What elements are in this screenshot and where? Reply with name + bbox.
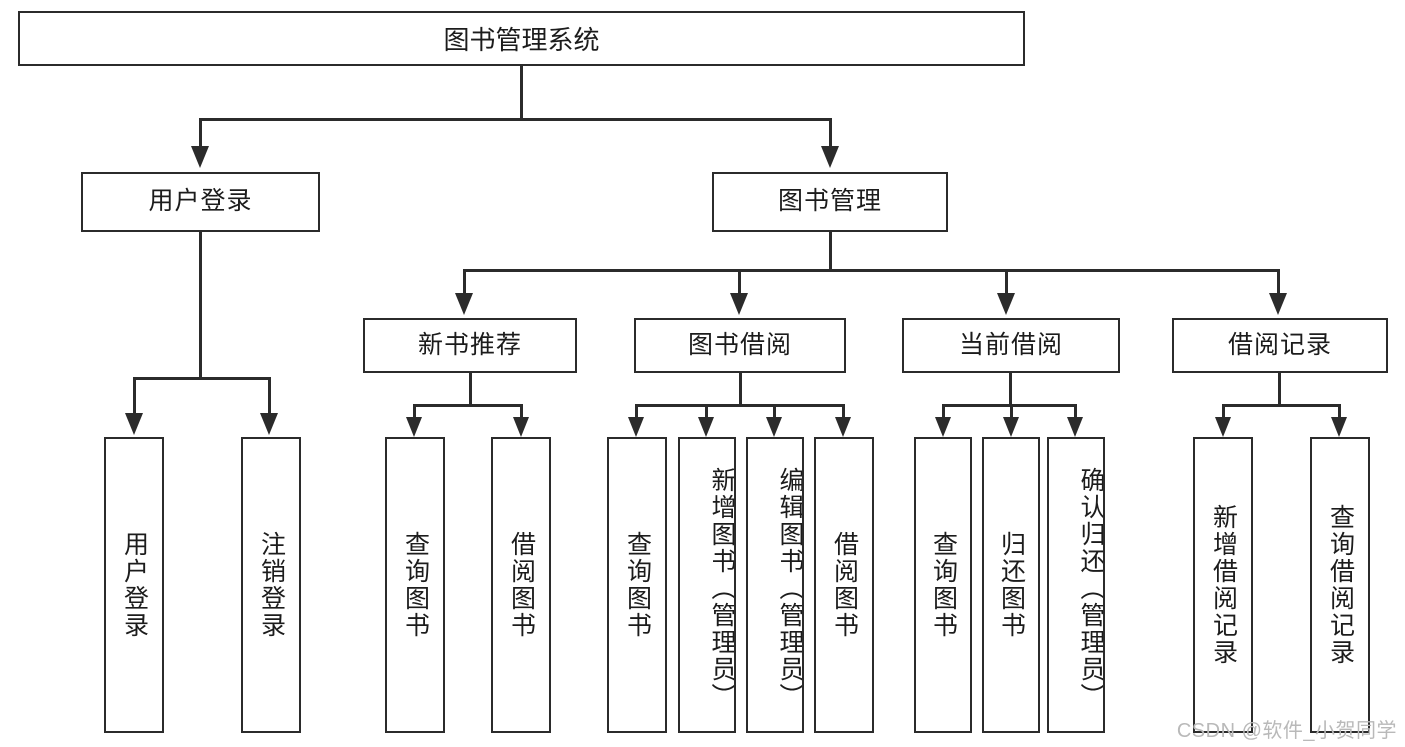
leaf-current-borrow-query-label: 查询图书	[929, 531, 958, 639]
connector-book-manage-to-new-book	[463, 269, 466, 297]
arrowhead-new-book-to-leaf-2	[513, 417, 529, 437]
csdn-watermark: CSDN @软件_小贺同学	[1176, 720, 1397, 742]
connector-borrow-record-bus	[1222, 404, 1341, 407]
connector-user-login-to-leaf-1	[133, 377, 136, 417]
leaf-book-borrow-query-label: 查询图书	[623, 531, 652, 639]
leaf-book-borrow-add-label: 新增图书（管理员）	[708, 466, 736, 710]
connector-new-book-to-leaf-2	[520, 404, 523, 420]
leaf-user-login-logout[interactable]: 注销登录	[241, 437, 301, 733]
arrowhead-current-borrow-to-leaf-2	[1003, 417, 1019, 437]
arrowhead-current-borrow-to-leaf-1	[935, 417, 951, 437]
node-book-borrow[interactable]: 图书借阅	[634, 318, 846, 373]
leaf-book-borrow-query[interactable]: 查询图书	[607, 437, 667, 733]
node-new-book-recommend[interactable]: 新书推荐	[363, 318, 577, 373]
connector-borrow-record-to-leaf-2	[1338, 404, 1341, 420]
leaf-borrow-record-add-label: 新增借阅记录	[1209, 504, 1238, 666]
arrowhead-user-login-to-leaf-1	[125, 413, 143, 435]
node-user-login-label: 用户登录	[148, 187, 253, 216]
node-new-book-recommend-label: 新书推荐	[417, 330, 522, 359]
leaf-new-book-borrow-label: 借阅图书	[507, 531, 536, 639]
node-root-system[interactable]: 图书管理系统	[18, 11, 1025, 66]
leaf-book-borrow-edit[interactable]: 编辑图书（管理员）	[746, 437, 804, 733]
node-book-manage[interactable]: 图书管理	[712, 172, 948, 232]
arrowhead-book-manage-to-new-book	[455, 293, 473, 315]
connector-book-borrow-bus	[635, 404, 845, 407]
leaf-new-book-query[interactable]: 查询图书	[385, 437, 445, 733]
connector-book-manage-to-book-borrow	[738, 269, 741, 297]
connector-book-borrow-to-leaf-4	[842, 404, 845, 420]
connector-book-manage-to-current-borrow	[1005, 269, 1008, 297]
leaf-borrow-record-add[interactable]: 新增借阅记录	[1193, 437, 1253, 733]
arrowhead-borrow-record-to-leaf-1	[1215, 417, 1231, 437]
connector-book-borrow-to-leaf-1	[635, 404, 638, 420]
leaf-user-login-logout-label: 注销登录	[257, 531, 286, 639]
connector-current-borrow-to-leaf-2	[1010, 404, 1013, 420]
connector-user-login-to-leaf-2	[268, 377, 271, 417]
leaf-current-borrow-confirm-label: 确认归还（管理员）	[1077, 466, 1105, 710]
leaf-borrow-record-query-label: 查询借阅记录	[1326, 504, 1355, 666]
arrowhead-book-manage-to-current-borrow	[997, 293, 1015, 315]
node-root-label: 图书管理系统	[443, 25, 600, 55]
connector-book-borrow-to-leaf-2	[705, 404, 708, 420]
connector-book-borrow-to-leaf-3	[773, 404, 776, 420]
arrowhead-book-borrow-to-leaf-4	[835, 417, 851, 437]
leaf-user-login-login-label: 用户登录	[120, 531, 149, 639]
node-borrow-record[interactable]: 借阅记录	[1172, 318, 1388, 373]
connector-book-manage-stem	[829, 232, 832, 272]
arrowhead-current-borrow-to-leaf-3	[1067, 417, 1083, 437]
leaf-book-borrow-add[interactable]: 新增图书（管理员）	[678, 437, 736, 733]
arrowhead-root-to-book-manage	[821, 146, 839, 168]
leaf-new-book-query-label: 查询图书	[401, 531, 430, 639]
connector-new-book-bus	[413, 404, 523, 407]
node-book-borrow-label: 图书借阅	[687, 330, 792, 359]
arrowhead-book-manage-to-book-borrow	[730, 293, 748, 315]
arrowhead-borrow-record-to-leaf-2	[1331, 417, 1347, 437]
arrowhead-book-borrow-to-leaf-3	[766, 417, 782, 437]
leaf-book-borrow-edit-label: 编辑图书（管理员）	[776, 466, 804, 710]
leaf-current-borrow-confirm[interactable]: 确认归还（管理员）	[1047, 437, 1105, 733]
connector-user-login-bus	[133, 377, 270, 380]
connector-current-borrow-to-leaf-1	[942, 404, 945, 420]
connector-borrow-record-to-leaf-1	[1222, 404, 1225, 420]
arrowhead-book-borrow-to-leaf-2	[698, 417, 714, 437]
connector-root-to-book-manage	[829, 118, 832, 148]
connector-current-borrow-to-leaf-3	[1074, 404, 1077, 420]
connector-new-book-stem	[469, 373, 472, 407]
leaf-current-borrow-return[interactable]: 归还图书	[982, 437, 1040, 733]
arrowhead-book-manage-to-borrow-record	[1269, 293, 1287, 315]
node-user-login[interactable]: 用户登录	[81, 172, 320, 232]
leaf-current-borrow-query[interactable]: 查询图书	[914, 437, 972, 733]
connector-current-borrow-stem	[1009, 373, 1012, 407]
leaf-borrow-record-query[interactable]: 查询借阅记录	[1310, 437, 1370, 733]
connector-borrow-record-stem	[1278, 373, 1281, 407]
leaf-book-borrow-borrow[interactable]: 借阅图书	[814, 437, 874, 733]
node-current-borrow-label: 当前借阅	[958, 330, 1063, 359]
connector-book-manage-bus	[463, 269, 1280, 272]
connector-root-stem	[520, 66, 523, 120]
connector-root-to-user-login	[199, 118, 202, 148]
connector-book-borrow-stem	[739, 373, 742, 407]
connector-new-book-to-leaf-1	[413, 404, 416, 420]
arrowhead-book-borrow-to-leaf-1	[628, 417, 644, 437]
arrowhead-user-login-to-leaf-2	[260, 413, 278, 435]
connector-current-borrow-bus	[942, 404, 1077, 407]
connector-user-login-stem	[199, 232, 202, 380]
connector-root-bus	[199, 118, 832, 121]
node-current-borrow[interactable]: 当前借阅	[902, 318, 1120, 373]
leaf-current-borrow-return-label: 归还图书	[997, 531, 1026, 639]
leaf-new-book-borrow[interactable]: 借阅图书	[491, 437, 551, 733]
node-borrow-record-label: 借阅记录	[1227, 330, 1332, 359]
node-book-manage-label: 图书管理	[777, 187, 882, 216]
arrowhead-new-book-to-leaf-1	[406, 417, 422, 437]
connector-book-manage-to-borrow-record	[1277, 269, 1280, 297]
leaf-book-borrow-borrow-label: 借阅图书	[830, 531, 859, 639]
arrowhead-root-to-user-login	[191, 146, 209, 168]
leaf-user-login-login[interactable]: 用户登录	[104, 437, 164, 733]
